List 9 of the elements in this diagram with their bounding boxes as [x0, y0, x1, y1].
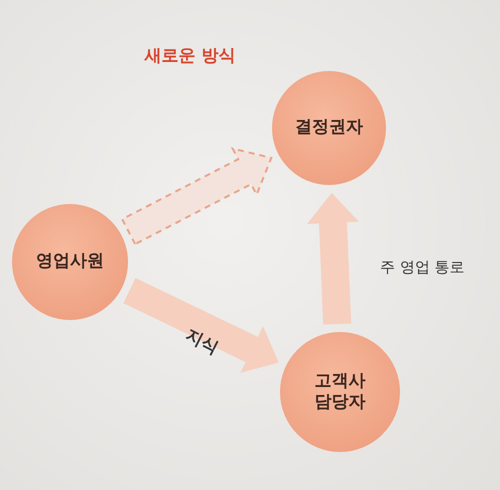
edge-label: 지식 [182, 324, 222, 360]
node-label: 영업사원 [35, 251, 105, 273]
node-label: 고객사 담당자 [314, 370, 366, 414]
diagram-title: 새로운 방식 [143, 45, 236, 67]
block-arrow [123, 278, 279, 373]
edge-label: 주 영업 통로 [380, 258, 465, 277]
node-label: 결정권자 [294, 117, 364, 139]
block-arrow [120, 147, 273, 246]
block-arrow [307, 192, 359, 325]
